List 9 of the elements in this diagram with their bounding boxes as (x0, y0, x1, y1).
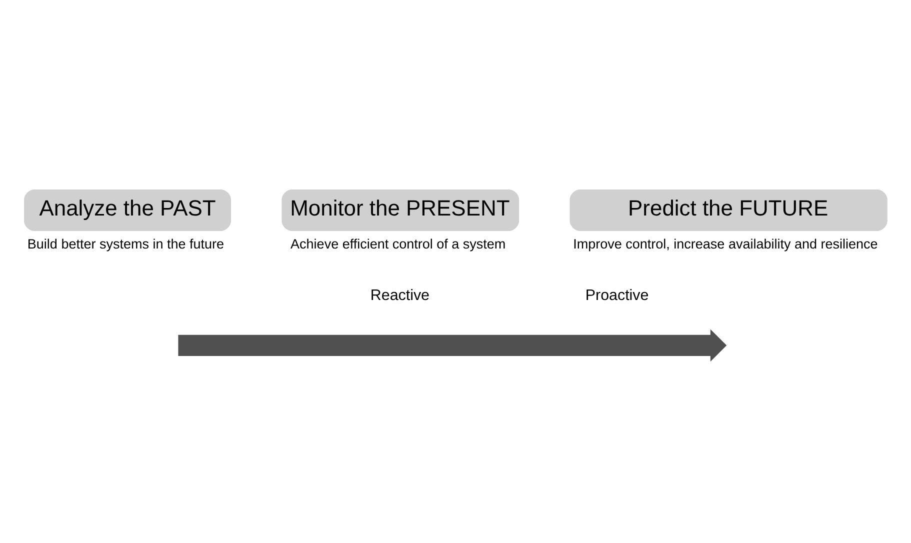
node-box: Analyze the PAST (24, 190, 231, 231)
node-label: Build better systems in the future (27, 236, 224, 252)
node-box: Monitor the PRESENT (282, 190, 520, 231)
node-arrow (178, 329, 727, 362)
node-box: Predict the FUTURE (570, 190, 888, 231)
label: Reactive (370, 287, 430, 304)
node-label: Improve control, increase availability and resilience (573, 236, 878, 252)
node-label: Achieve efficient control of a system (290, 236, 506, 252)
label: Proactive (585, 287, 649, 304)
